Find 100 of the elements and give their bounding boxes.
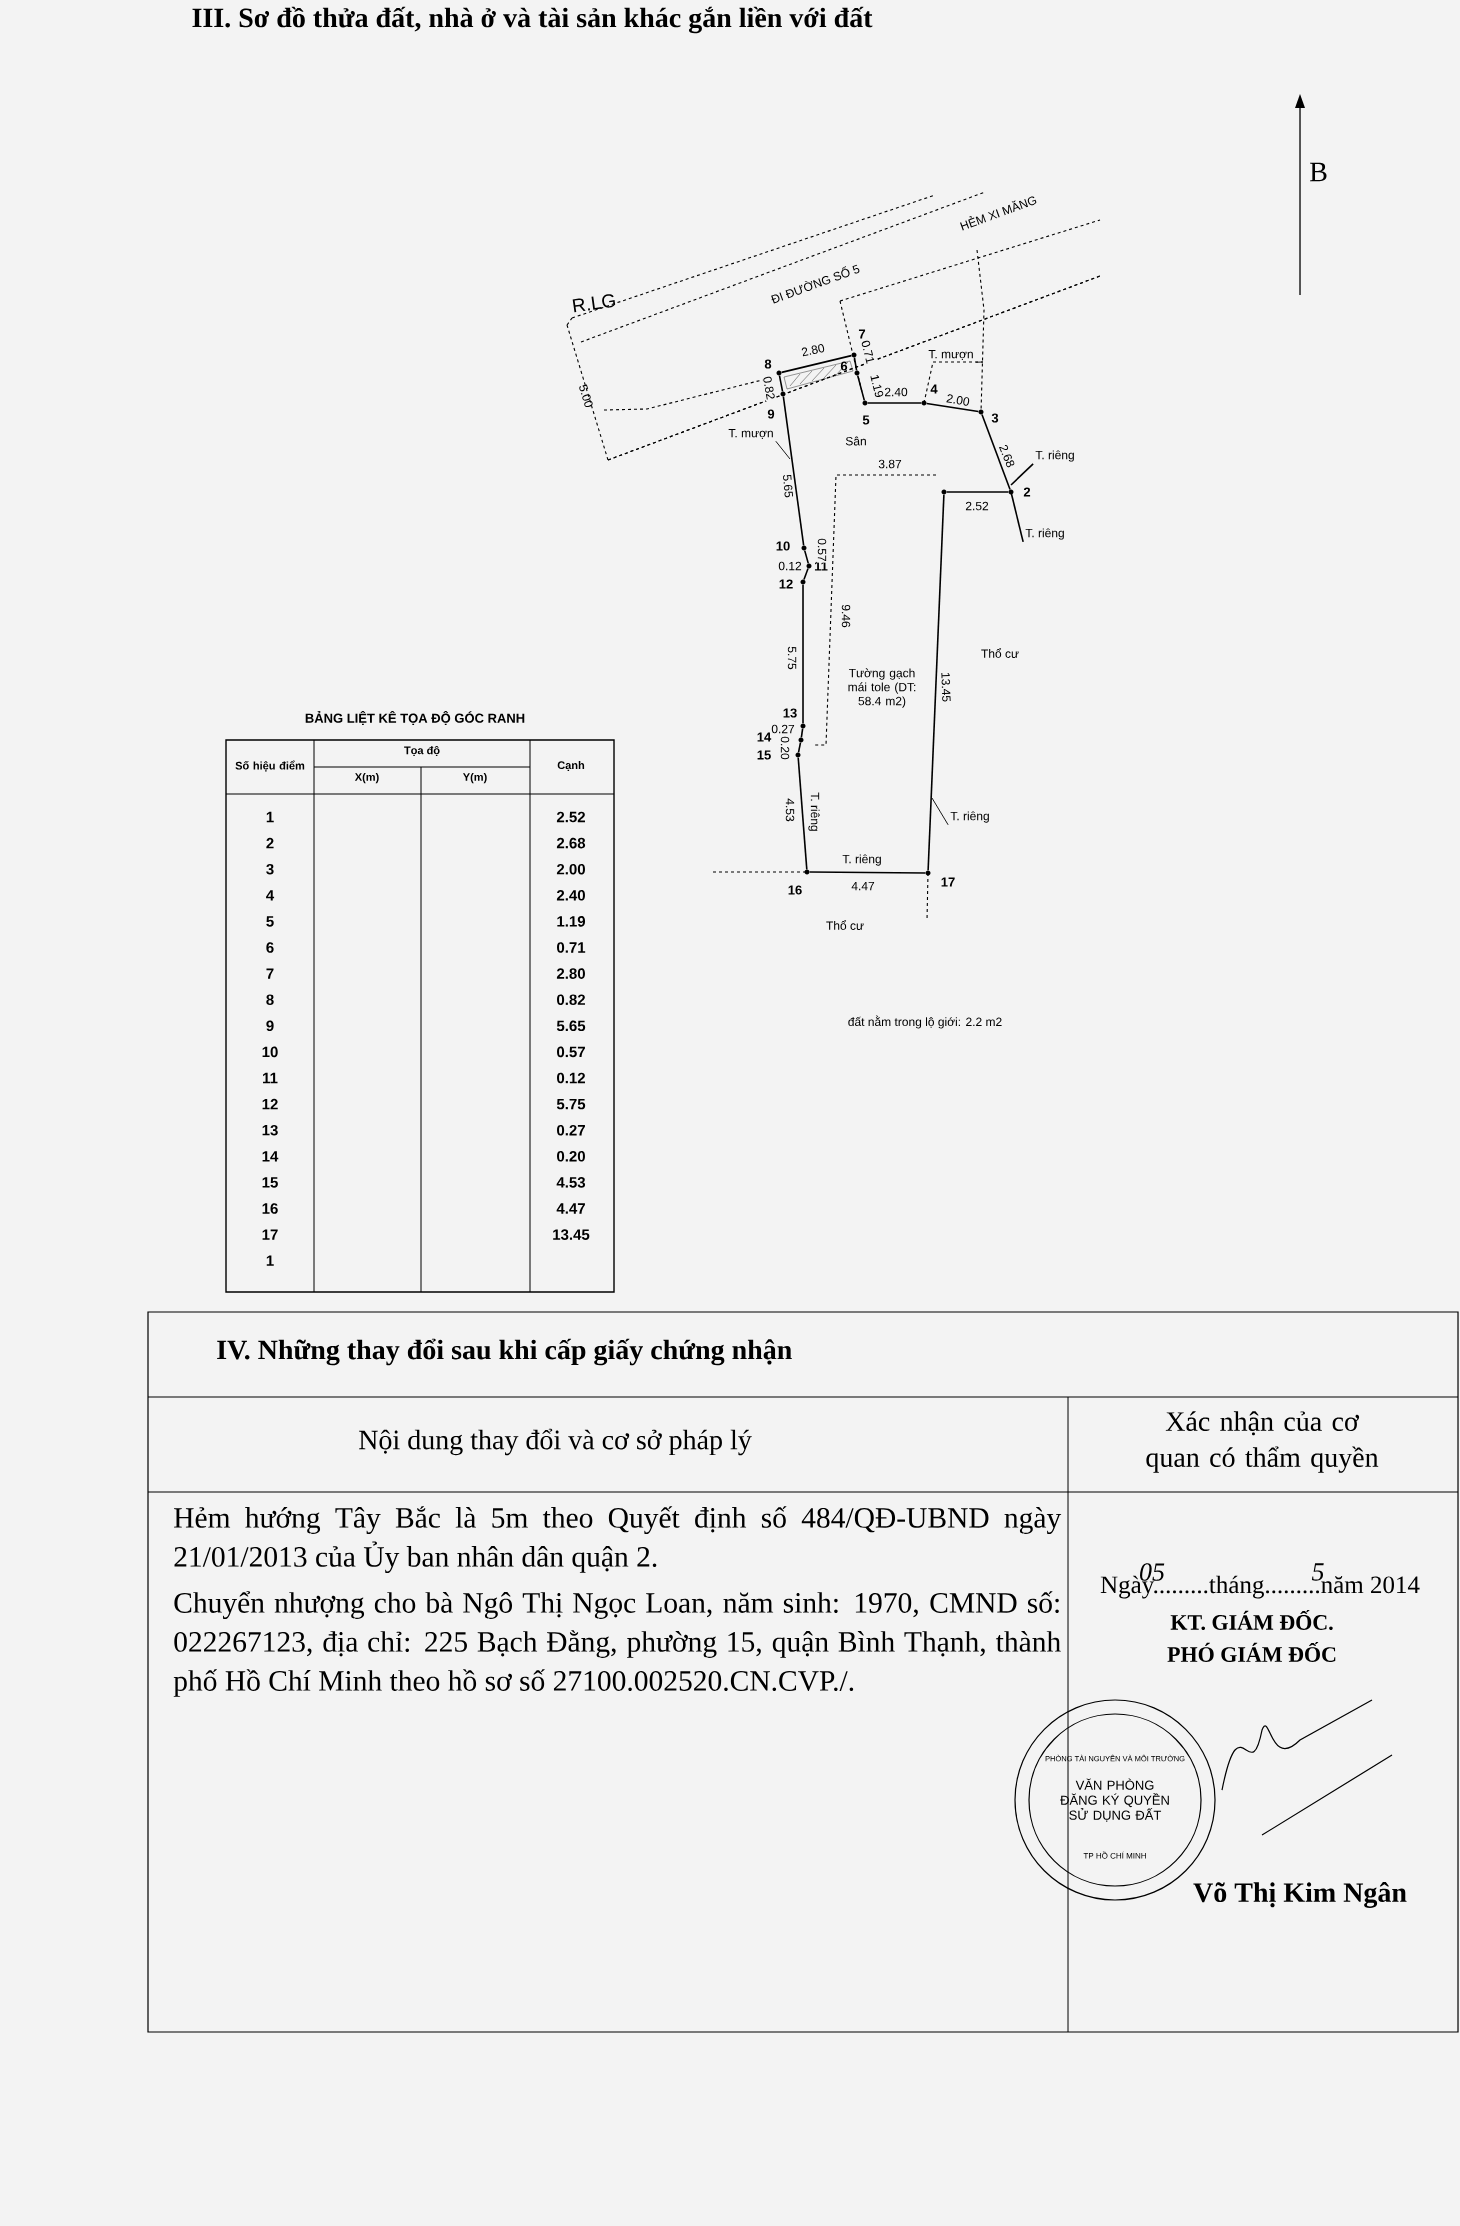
section-heading: III. Sơ đồ thửa đất, nhà ở và tài sản khác gắn liền với đất [192,6,873,34]
dimension-label: 2.00 [944,392,972,408]
table-title: BẢNG LIỆT KÊ TỌA ĐỘ GÓC RANH [305,711,525,725]
boundary-line [856,374,866,402]
point-number: 3 [991,413,999,423]
stamp-text: VĂN PHÒNG ĐĂNG KÝ QUYỀN SỬ DỤNG ĐẤT [1060,1778,1169,1822]
dimension-label: 5.75 [786,645,798,671]
table-cell: 0.27 [557,1124,585,1136]
point-number: 12 [779,579,793,589]
table-cell: 4.53 [556,1177,586,1188]
boundary-line [803,549,810,565]
table-cell: 3 [266,863,274,875]
boundary-line [866,402,923,404]
table-cell: 12 [262,1098,278,1110]
point-number: 17 [941,877,955,887]
point-number: 9 [767,409,775,419]
paragraph: Hẻm hướng Tây Bắc là 5m theo Quyết định số 484/QĐ-UBND ngày 21/01/2013 của Ủy ban nhân dân quận 2. [174,1506,1062,1573]
dimension-label: 0.12 [777,560,803,572]
boundary-line [778,374,784,393]
leader-line [975,361,984,363]
table-cell: 6 [266,942,274,953]
dimension-label: 2.52 [964,500,990,512]
table-cell: 5.65 [556,1020,586,1032]
leader-line [931,797,949,826]
boundary-line [800,727,804,739]
dimension-label: 5.00 [579,384,593,408]
boundary-line [1010,491,1024,543]
boundary-line [945,491,1010,493]
boundary-line [925,402,980,413]
dimension-label: 0.71 [859,338,877,366]
table-cell: 4 [266,890,275,901]
wall-label: T. mượn [928,349,973,361]
boundary-line [802,583,804,725]
table-cell: 0.71 [557,942,586,953]
boundary-line [808,871,927,874]
point-number: 16 [788,885,802,895]
point-number: 2 [1023,487,1031,497]
table-header: Y(m) [462,772,487,784]
wall-label: T. riêng [808,792,820,831]
dimension-label: 0.57 [816,537,828,563]
table-cell: 13.45 [553,1229,590,1240]
table-header: X(m) [354,772,379,784]
table-cell: 16 [262,1203,278,1214]
table-cell: 17 [262,1229,278,1240]
dimension-label: 4.53 [784,797,796,823]
dimension-label: 9.46 [841,604,851,628]
section-heading: IV. Những thay đổi sau khi cấp giấy chứng nhận [217,1338,792,1366]
signatory-title: KT. GIÁM ĐỐC. [1170,1610,1333,1630]
north-label: B [1310,162,1327,182]
point-number: 14 [757,732,772,742]
table-cell: 2.40 [556,890,585,901]
boundary-line [1010,463,1034,486]
boundary-line [782,395,805,547]
table-cell: 10 [262,1046,278,1058]
table-cell: 2.00 [556,863,585,875]
dimension-label: 0.82 [761,374,777,402]
signatory-title: PHÓ GIÁM ĐỐC [1167,1642,1336,1662]
point-number: 4 [930,384,938,394]
table-cell: 13 [262,1124,278,1136]
table-cell: 0.20 [557,1151,585,1162]
boundary-line [981,413,1011,491]
paragraph: Chuyển nhượng cho bà Ngô Thị Ngọc Loan, năm sinh: 1970, CMND số: 022267123, địa chỉ: 225 Bạch Đằng, phường 15, quận Bình Thạnh, thành phố Hồ Chí Minh theo hồ sơ số 27100.002520.CN.CVP./. [173,1591,1061,1697]
road-label: HẺM XI MĂNG [960,196,1037,231]
boundary-line [797,741,802,754]
boundary-line [780,354,853,374]
dimension-label: 13.45 [940,670,952,704]
table-cell: 1 [266,811,274,823]
point-number: 6 [840,361,848,371]
table-cell: 7 [266,968,274,979]
wall-label: T. riêng [842,854,881,866]
boundary-line [853,356,858,372]
point-number: 10 [776,541,790,551]
building-label: Tường gạch mái tole (DT: 58.4 m2) [848,668,916,708]
dimension-label: 3.87 [878,459,902,469]
table-cell: 1.19 [557,916,586,927]
table-cell: 0.57 [557,1046,585,1058]
wall-label: T. riêng [1035,450,1074,462]
point-number: 7 [858,329,866,339]
table-header: Cạnh [557,761,585,771]
table-cell: 14 [262,1151,279,1162]
table-cell: 2 [266,837,274,849]
table-cell: 0.12 [557,1072,585,1084]
dimension-label: 4.47 [850,880,876,892]
boundary-line [797,756,808,871]
table-header: Tọa độ [404,745,440,757]
table-cell: 9 [266,1020,274,1032]
table-cell: 0.82 [557,994,585,1005]
area-label: Thổ cư [981,648,1019,658]
point-number: 8 [764,359,772,369]
column-header: Nội dung thay đổi và cơ sở pháp lý [359,1428,752,1456]
area-label: Sân [845,436,866,446]
dimension-label: 1.19 [868,372,886,400]
table-cell: 5 [266,916,274,927]
dimension-label: 0.20 [779,735,791,761]
boundary-line [927,493,945,872]
table-cell: 2.52 [556,811,585,823]
dimension-label: 2.68 [997,442,1017,470]
table-cell: 15 [262,1177,278,1188]
note-text: đất nằm trong lộ giới: 2.2 m2 [848,1015,1002,1029]
table-cell: 1 [266,1255,274,1266]
